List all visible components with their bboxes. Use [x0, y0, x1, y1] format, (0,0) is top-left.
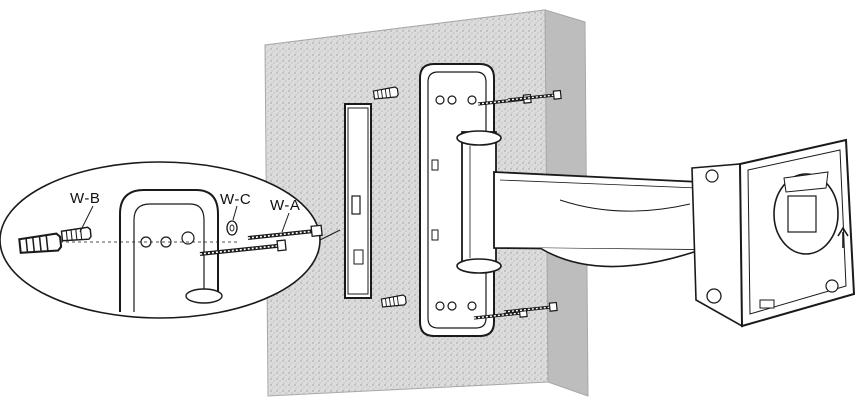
bubble-level	[344, 103, 372, 299]
washer-icon	[226, 220, 238, 236]
swing-arm	[493, 171, 705, 268]
lag-bolt-icon	[247, 224, 323, 240]
callout-label-wb: W-B	[70, 190, 100, 207]
callout-label-wa: W-A	[270, 197, 300, 214]
up-arrow-icon	[837, 226, 849, 248]
vesa-mount-head	[691, 138, 856, 328]
lag-bolt-icon	[199, 239, 287, 256]
callout-label-wc: W-C	[220, 191, 251, 208]
wall-plate-bracket	[419, 63, 502, 337]
detail-callout	[0, 161, 341, 319]
